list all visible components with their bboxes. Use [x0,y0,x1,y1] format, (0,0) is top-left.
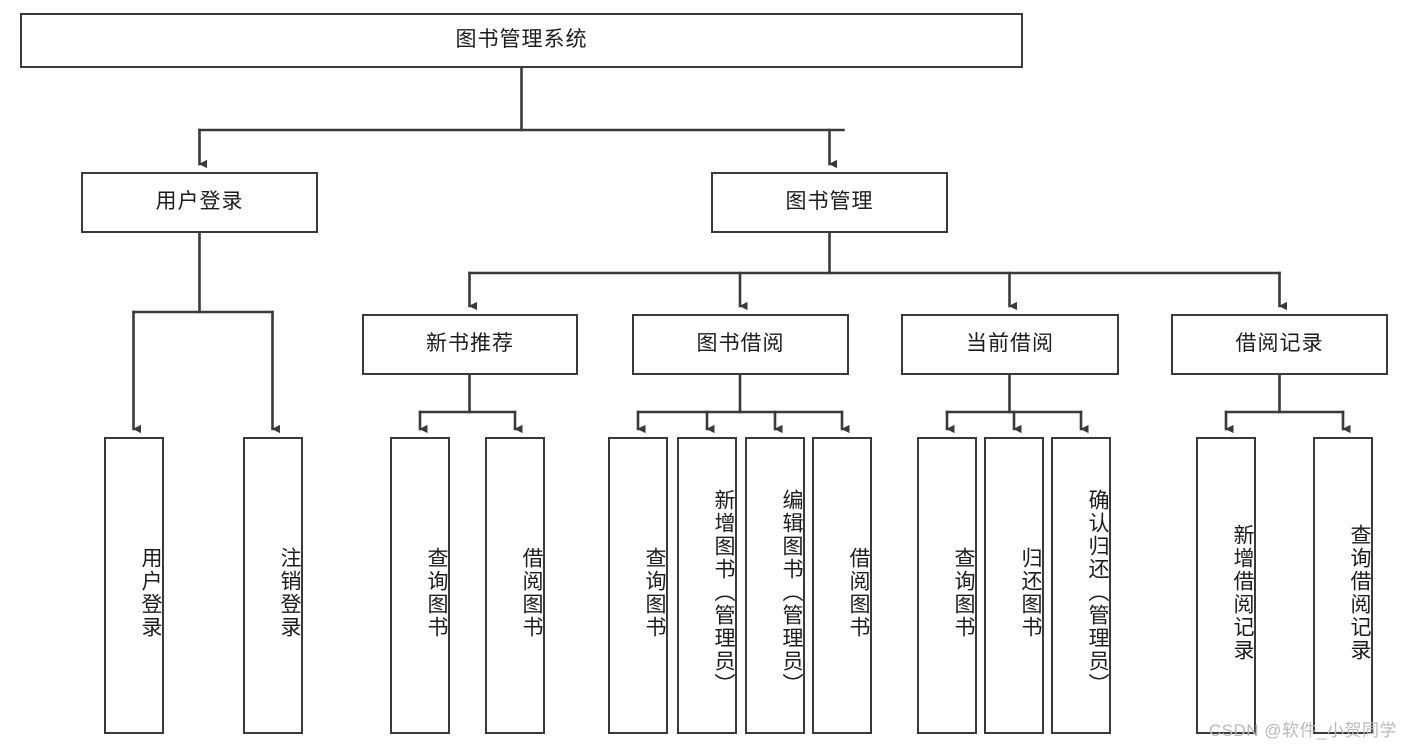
node-leaf-confirm-return[interactable]: 确认归还（管理员） [1051,437,1111,734]
node-borrow-record-label: 借阅记录 [1235,332,1324,356]
node-leaf-logout[interactable]: 注销登录 [243,437,303,734]
node-user-login[interactable]: 用户登录 [81,172,318,233]
node-leaf-user-login[interactable]: 用户登录 [104,437,164,734]
node-root[interactable]: 图书管理系统 [20,13,1023,68]
node-leaf-borrow-book-2-label: 借阅图书 [847,546,870,639]
node-leaf-user-login-label: 用户登录 [139,546,162,639]
node-leaf-query-record-label: 查询借阅记录 [1348,523,1371,662]
node-leaf-add-book-label: 新增图书（管理员） [712,489,735,696]
node-leaf-borrow-book-1-label: 借阅图书 [520,546,543,639]
node-leaf-query-book-3[interactable]: 查询图书 [917,437,977,734]
node-leaf-add-record[interactable]: 新增借阅记录 [1196,437,1256,734]
node-leaf-query-book-1-label: 查询图书 [425,546,448,639]
node-leaf-add-book[interactable]: 新增图书（管理员） [677,437,737,734]
node-leaf-edit-book[interactable]: 编辑图书（管理员） [745,437,805,734]
node-current-borrow[interactable]: 当前借阅 [901,314,1119,375]
node-leaf-borrow-book-1[interactable]: 借阅图书 [485,437,545,734]
node-leaf-add-record-label: 新增借阅记录 [1231,523,1254,662]
node-book-manage-label: 图书管理 [785,190,874,214]
node-leaf-query-book-2[interactable]: 查询图书 [608,437,668,734]
node-leaf-return-book[interactable]: 归还图书 [984,437,1044,734]
node-leaf-query-book-3-label: 查询图书 [952,546,975,639]
node-user-login-label: 用户登录 [155,190,244,214]
node-leaf-query-book-2-label: 查询图书 [643,546,666,639]
node-book-manage[interactable]: 图书管理 [711,172,948,233]
node-leaf-borrow-book-2[interactable]: 借阅图书 [812,437,872,734]
node-book-borrow[interactable]: 图书借阅 [632,314,849,375]
node-new-book-recommend-label: 新书推荐 [426,332,514,356]
node-borrow-record[interactable]: 借阅记录 [1171,314,1388,375]
node-current-borrow-label: 当前借阅 [966,332,1054,356]
csdn-watermark: CSDN @软件_小贺同学 [1208,721,1397,740]
node-root-label: 图书管理系统 [455,28,588,52]
node-leaf-query-book-1[interactable]: 查询图书 [390,437,450,734]
node-leaf-edit-book-label: 编辑图书（管理员） [780,489,803,696]
node-new-book-recommend[interactable]: 新书推荐 [362,314,578,375]
node-leaf-return-book-label: 归还图书 [1019,546,1042,639]
node-leaf-query-record[interactable]: 查询借阅记录 [1313,437,1373,734]
node-book-borrow-label: 图书借阅 [696,332,785,356]
node-leaf-logout-label: 注销登录 [278,546,301,639]
node-leaf-confirm-return-label: 确认归还（管理员） [1086,489,1109,696]
